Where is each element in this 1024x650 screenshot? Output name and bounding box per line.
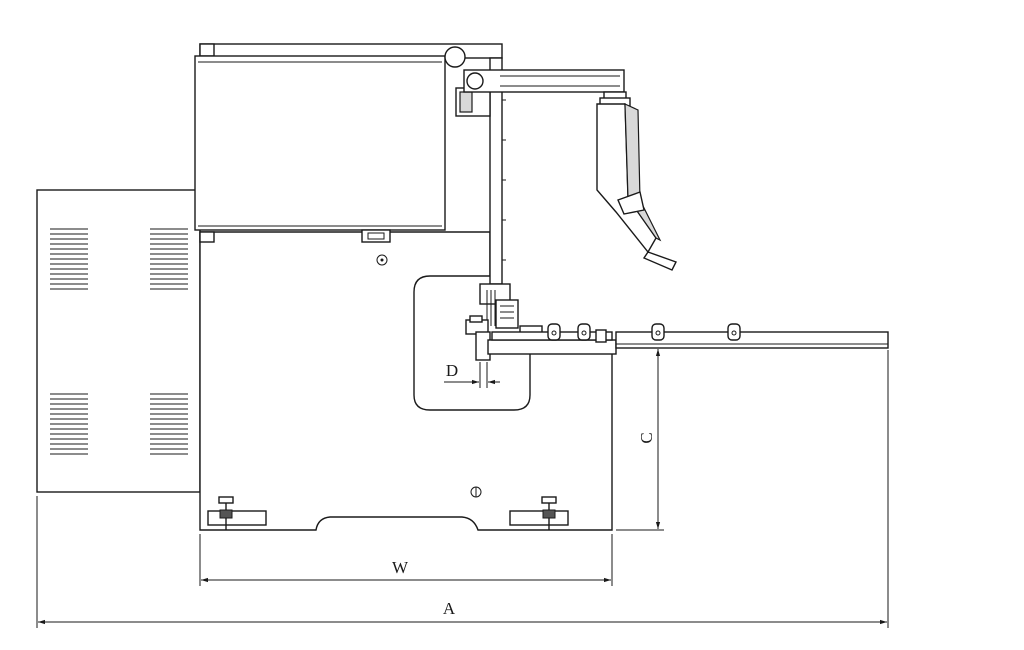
- pulley: [444, 46, 466, 68]
- dimension-label-c: C: [637, 432, 656, 443]
- machine-frame: [199, 231, 613, 531]
- overhead-arm: [463, 69, 631, 107]
- upper-housing: [194, 43, 503, 243]
- leveling-foot-right: [509, 496, 569, 530]
- dimension-label-w: W: [392, 558, 409, 577]
- dimension-w: W: [199, 534, 613, 586]
- work-table: [487, 323, 889, 355]
- leveling-foot-left: [207, 496, 267, 530]
- dimension-a: A: [36, 350, 889, 628]
- rail-stops: [547, 323, 741, 343]
- base-body: [199, 231, 613, 531]
- cabinet-vents-upper-right: [150, 228, 188, 290]
- dimension-label-a: A: [443, 599, 456, 618]
- cabinet-vents-upper-left: [50, 228, 88, 290]
- dimension-label-d: D: [446, 361, 458, 380]
- cabinet-vents-lower-left: [50, 393, 88, 455]
- head-panel: [194, 55, 446, 231]
- dimension-c: C: [616, 347, 664, 531]
- pendant-lamp: [596, 103, 677, 271]
- dimension-d: D: [444, 361, 500, 388]
- cabinet-vents-lower-right: [150, 393, 188, 455]
- side-cabinet: [36, 189, 201, 493]
